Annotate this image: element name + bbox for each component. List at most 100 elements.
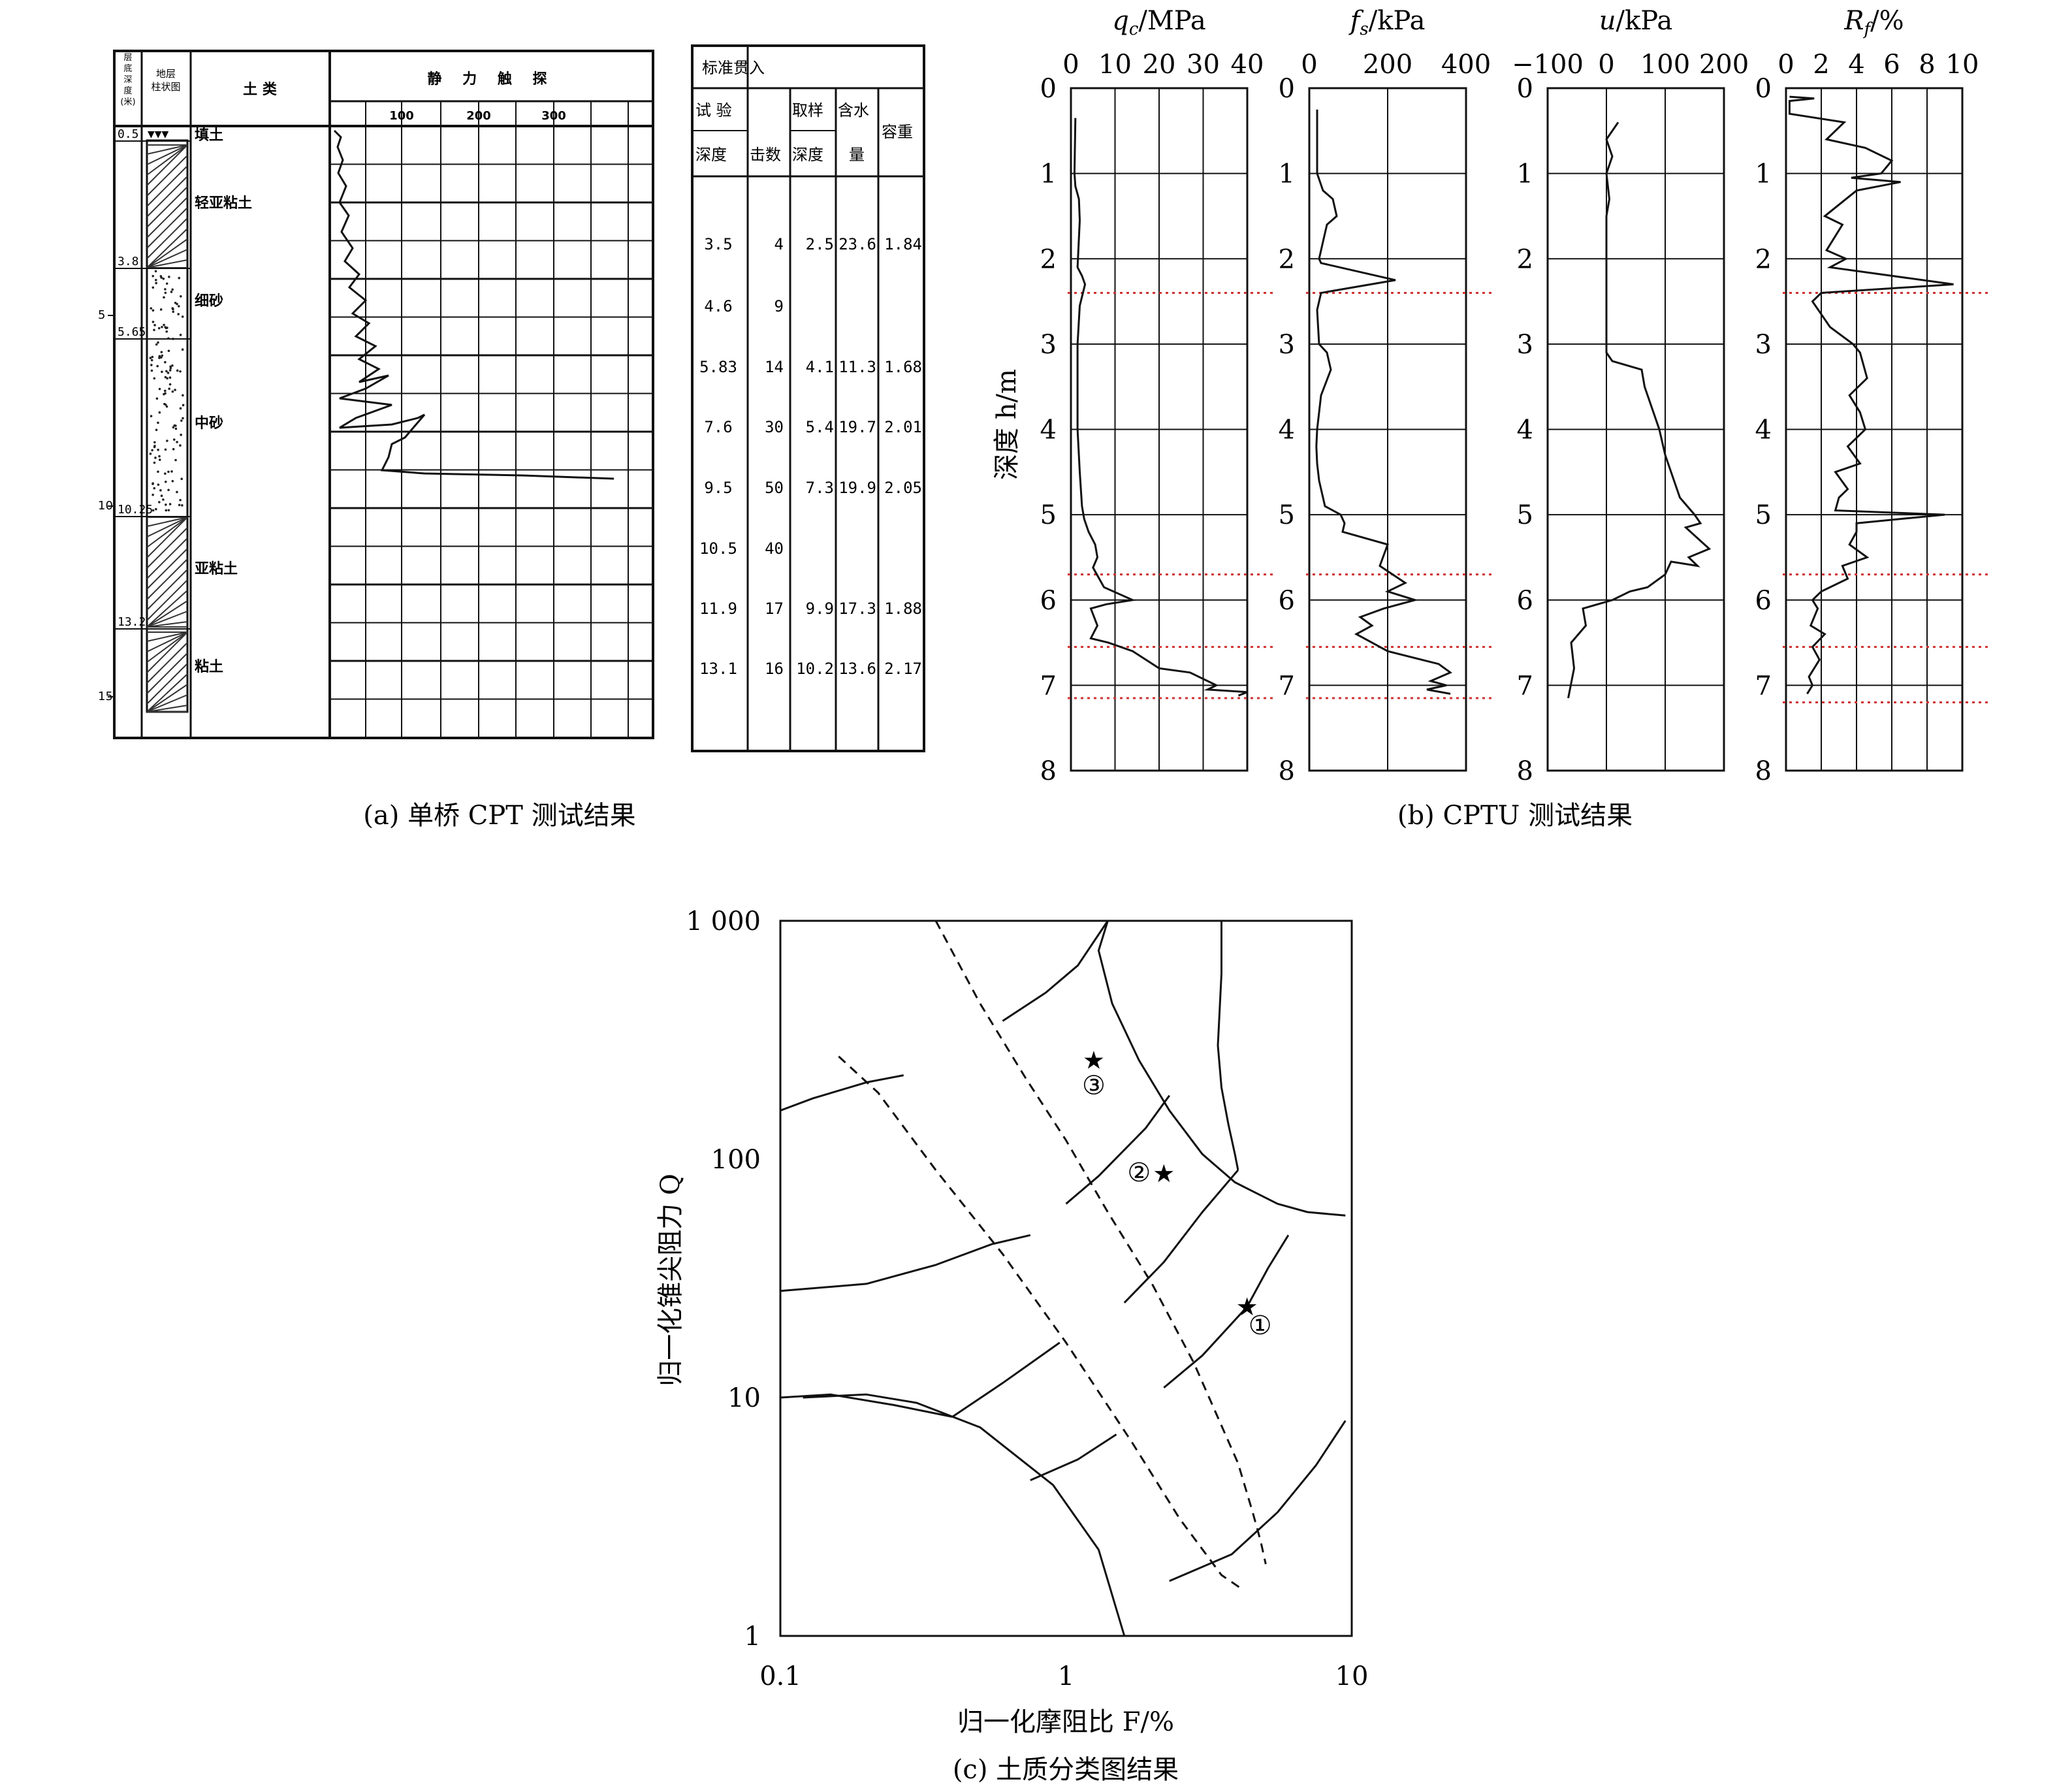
spt-depth-cell: 11.9 <box>699 600 737 618</box>
profile-ytick-label: 4 <box>1279 415 1295 445</box>
water-content-cell: 11.3 <box>838 358 876 376</box>
sand-dot <box>165 405 168 408</box>
sample-depth-cell: 9.9 <box>806 600 834 618</box>
profile-ytick-label: 5 <box>1279 500 1295 530</box>
profile-ytick-label: 3 <box>1040 330 1057 360</box>
hatch-line <box>146 517 188 548</box>
sand-dot <box>163 323 165 327</box>
profile-ytick-label: 5 <box>1040 500 1057 530</box>
sand-dot <box>181 348 184 351</box>
sand-dot <box>155 281 157 285</box>
profile-xtick-label: 0 <box>1301 50 1317 80</box>
sand-dot <box>158 501 161 504</box>
sand-dot <box>179 370 182 373</box>
depth-header-char: 深 <box>123 75 132 85</box>
boring-column: ▼▼▼ <box>146 129 189 713</box>
sand-dot <box>155 397 159 400</box>
hatch-line <box>146 705 188 712</box>
sand-dot <box>157 327 161 330</box>
sand-dot <box>164 472 167 475</box>
profile-xtick-label: 200 <box>1699 50 1749 80</box>
spt-depth-cell: 5.83 <box>699 358 737 376</box>
sand-dot <box>150 364 153 366</box>
profile-curve <box>1073 118 1248 697</box>
sand-dot <box>168 369 172 372</box>
title-subscript: s <box>1360 20 1368 39</box>
water-content-cell: 17.3 <box>838 600 876 618</box>
profile-ytick-label: 0 <box>1517 74 1533 104</box>
water-content-cell: 13.6 <box>838 660 876 678</box>
hatch-line <box>146 217 188 259</box>
hatch-line <box>146 590 188 628</box>
profile-xtick-label: 400 <box>1441 50 1491 80</box>
sand-dot <box>182 404 185 407</box>
sand-dot <box>179 498 182 502</box>
depth-col-header: 层 底 深 度 (米) <box>120 53 135 107</box>
sand-dot <box>172 447 175 451</box>
zone-boundary <box>951 1341 1060 1418</box>
profile-xtick-label: 40 <box>1231 50 1264 80</box>
profile-xtick-label: 8 <box>1919 50 1935 80</box>
sand-dot <box>165 327 168 330</box>
sand-dot <box>169 365 172 368</box>
spt-blows-cell: 17 <box>765 600 784 618</box>
profile-ytick-label: 6 <box>1040 586 1057 616</box>
unit-weight-header: 容重 <box>882 123 913 141</box>
column-header-line1: 地层 <box>156 68 176 80</box>
sand-dot <box>179 407 182 410</box>
sand-dot <box>158 387 161 391</box>
profile-title: fs/kPa <box>1348 6 1426 39</box>
hatch-line <box>146 186 188 228</box>
spt-depth-cell: 4.6 <box>704 297 732 315</box>
hatch-line <box>146 517 188 558</box>
sand-dot <box>171 390 174 393</box>
layer-name: 亚粘土 <box>195 561 238 577</box>
zone-boundary <box>1002 921 1109 1022</box>
spt-blows-cell: 14 <box>765 358 784 376</box>
sand-dot <box>168 276 170 278</box>
hatch-line <box>146 652 188 694</box>
sand-dot <box>172 310 174 313</box>
classification-ytick-label: 100 <box>711 1145 761 1175</box>
water-header-top: 含水 <box>838 101 869 120</box>
profile-xtick-label: 0 <box>1778 50 1794 80</box>
panel-c-caption: (c) 土质分类图结果 <box>953 1755 1179 1785</box>
sand-dot <box>161 325 163 328</box>
sand-dot <box>160 356 163 359</box>
sand-dot <box>151 483 154 485</box>
sand-dot <box>165 504 167 506</box>
panel-b-ylabel: 深度 h/m <box>992 369 1022 480</box>
sand-dot <box>150 369 153 372</box>
title-unit: /% <box>1870 6 1904 36</box>
spt-blows-cell: 4 <box>774 235 784 253</box>
hatch-line <box>146 579 188 621</box>
profile-ytick-label: 6 <box>1517 586 1533 616</box>
sand-dot <box>154 279 157 281</box>
soil-type-header: 土 类 <box>243 82 278 98</box>
sand-dot <box>150 415 153 417</box>
spt-test-header: 试 验 <box>695 101 732 120</box>
profile-title: qc/MPa <box>1112 6 1206 39</box>
sand-dot <box>160 494 163 498</box>
profile-ytick-label: 0 <box>1755 74 1772 104</box>
spt-blows-cell: 16 <box>765 660 784 678</box>
cone-resistance-curve <box>333 129 614 480</box>
profile-xtick-label: 10 <box>1946 50 1979 80</box>
sounding-header: 静 力 触 探 <box>428 71 555 88</box>
sounding-tick-label: 200 <box>466 109 491 123</box>
profile-curve <box>1788 95 1954 695</box>
profile-ytick-label: 8 <box>1755 756 1772 786</box>
depth-header-char: 度 <box>123 86 132 96</box>
hatch-line <box>146 632 188 673</box>
profile-ytick-label: 2 <box>1755 244 1772 274</box>
sand-dot <box>176 302 178 306</box>
sand-dot <box>157 341 159 344</box>
sand-dot <box>155 507 157 511</box>
sand-dot <box>157 448 159 451</box>
sand-dot <box>182 417 184 420</box>
profile-ytick-label: 1 <box>1755 159 1772 189</box>
